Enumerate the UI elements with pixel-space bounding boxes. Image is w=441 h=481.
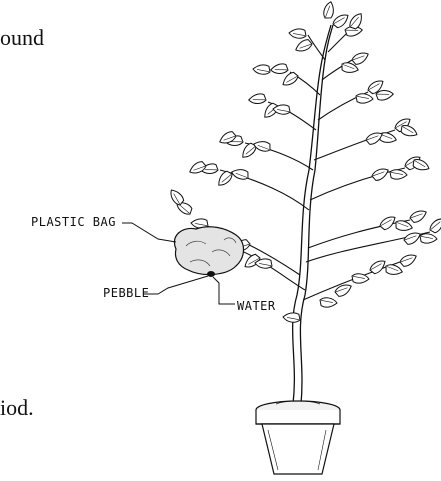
pebble-drawing [207,271,215,277]
plastic-bag-drawing [174,227,243,275]
water-label: WATER [237,300,276,312]
flower-pot [256,401,340,474]
tree-trunk [293,25,333,404]
pebble-label: PEBBLE [103,287,149,299]
plastic-bag-label: PLASTIC BAG [31,216,116,228]
